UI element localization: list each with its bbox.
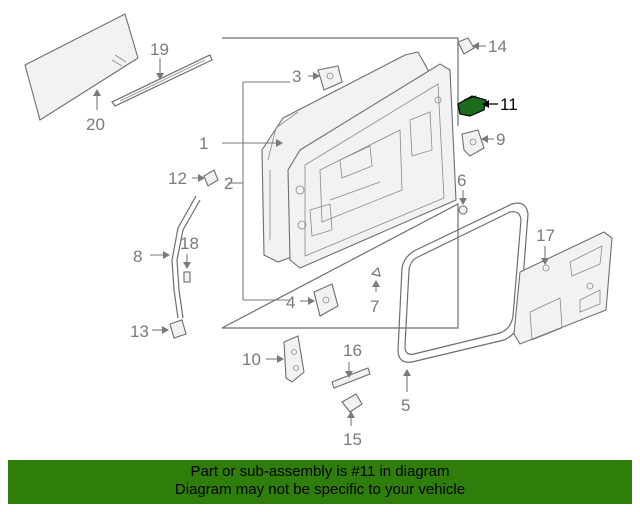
callout-11: 11 [500,95,518,114]
callout-7: 7 [370,297,379,316]
callout-9: 9 [496,130,505,149]
callout-19: 19 [150,40,169,59]
callout-12: 12 [168,169,187,188]
callout-6: 6 [457,171,466,190]
door-inner-panel-part[interactable] [287,63,457,269]
end-cap-part-13[interactable] [169,319,187,339]
callout-5: 5 [401,396,410,415]
banner-line-2: Diagram may not be specific to your vehi… [174,481,466,498]
weatherstrip-part[interactable] [397,202,529,363]
assembly-frame [221,37,459,329]
fastener-part-18[interactable] [183,271,191,283]
cap-part-12[interactable] [203,169,219,187]
banner-line-1: Part or sub-assembly is #11 in diagram [190,463,450,480]
door-glass-part[interactable] [24,13,139,121]
callout-16: 16 [343,341,362,360]
rail-cover-part[interactable] [171,195,201,319]
callout-8: 8 [133,247,142,266]
callout-10: 10 [242,350,261,369]
clip-part-7[interactable] [370,266,381,277]
callout-4: 4 [286,293,295,312]
callout-2: 2 [224,174,233,193]
callout-14: 14 [488,37,507,56]
callout-15: 15 [343,430,362,449]
callout-13: 13 [130,322,149,341]
belt-molding-part[interactable] [111,54,213,107]
callout-18: 18 [180,234,199,253]
callout-1: 1 [199,134,208,153]
bracket-part-15[interactable] [341,393,363,413]
callout-17: 17 [536,226,555,245]
upper-roller-part[interactable] [317,65,343,91]
clip-part-6[interactable] [458,205,468,215]
part-11-highlighted[interactable] [457,95,487,117]
latch-part[interactable] [461,129,485,157]
lower-roller-part[interactable] [313,283,339,317]
info-banner: Part or sub-assembly is #11 in diagram D… [8,460,632,504]
callout-20: 20 [86,115,105,134]
bracket-strip-part-16[interactable] [331,367,371,389]
hinge-part-10[interactable] [283,335,305,383]
callout-3: 3 [292,67,301,86]
trim-panel-part[interactable] [513,231,613,345]
door-bumper-part[interactable] [457,37,475,55]
